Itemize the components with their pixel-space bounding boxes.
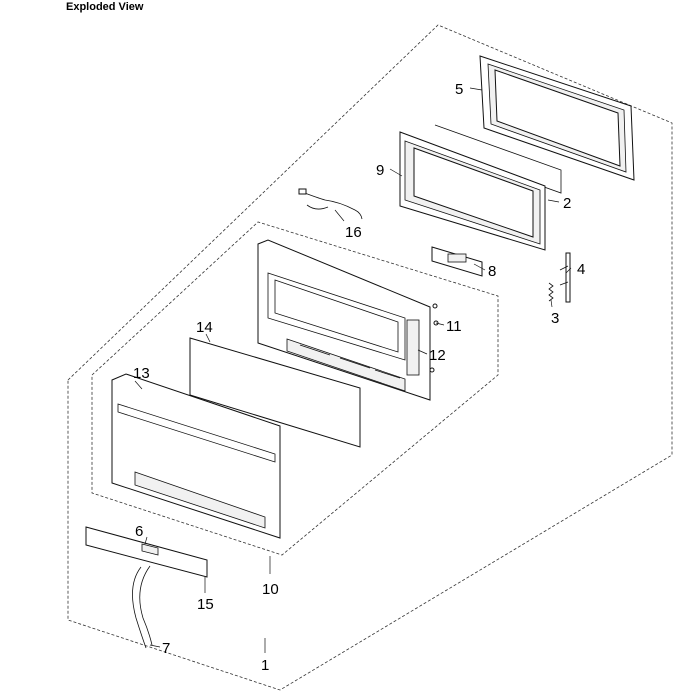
part-9-frame: [399, 131, 546, 251]
callout-14: 14: [196, 319, 213, 336]
callout-5: 5: [455, 81, 463, 98]
callout-4: 4: [577, 261, 585, 278]
callout-15: 15: [197, 596, 214, 613]
callout-13: 13: [133, 365, 150, 382]
callout-16: 16: [345, 224, 362, 241]
part-15-handle-trim: [85, 526, 208, 578]
part-13-door-frame: [111, 373, 281, 539]
callout-2: 2: [563, 195, 571, 212]
part-8-bracket: [431, 246, 483, 277]
callout-7: 7: [162, 640, 170, 657]
callout-9: 9: [376, 162, 384, 179]
callout-10: 10: [262, 581, 279, 598]
part-7-hose: [132, 565, 153, 649]
callout-1: 1: [261, 657, 269, 674]
leader-lines: [134, 87, 572, 653]
part-16-cable: [298, 188, 363, 220]
part-12-door-panel: [257, 239, 431, 401]
callout-8: 8: [488, 263, 496, 280]
part-4-latch: [559, 252, 571, 303]
part-5-back-frame: [479, 55, 635, 181]
assembly-boundary-inner: [91, 221, 499, 556]
part-6-badge: [141, 543, 159, 556]
diagram-title: Exploded View: [66, 1, 144, 13]
assembly-boundary-outer: [67, 24, 673, 691]
callout-3: 3: [551, 310, 559, 327]
callout-12: 12: [429, 347, 446, 364]
part-3-spring: [548, 282, 554, 302]
callout-11: 11: [446, 318, 462, 335]
callout-6: 6: [135, 523, 143, 540]
part-14-glass-panel: [189, 337, 361, 448]
